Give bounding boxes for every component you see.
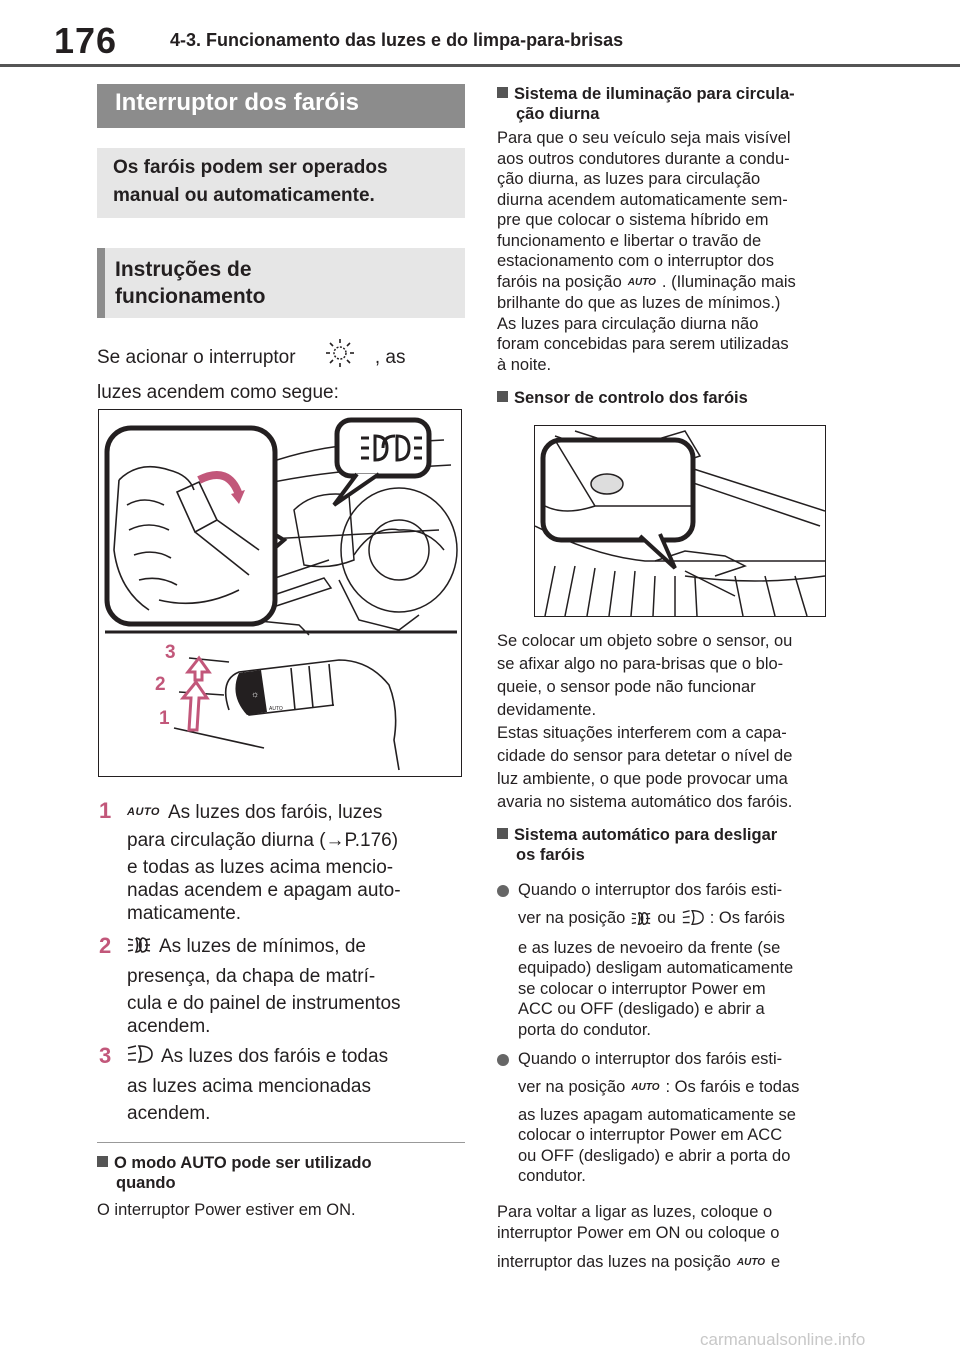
light-switch-icon (323, 338, 357, 378)
light-sensor-illustration (534, 425, 826, 617)
item-line: As luzes dos faróis e todas (161, 1046, 389, 1067)
section-divider (97, 1142, 465, 1143)
item-line: maticamente. (127, 903, 242, 924)
svg-text:AUTO: AUTO (269, 706, 283, 712)
item-line: para circulação diurna (→P.176) (127, 830, 399, 851)
headlight-icon (127, 1044, 153, 1072)
drl-heading: Sistema de iluminação para circula- ção … (497, 84, 867, 124)
item-number: 2 (99, 933, 112, 958)
tail-light-icon (631, 904, 651, 938)
section-title: Interruptor dos faróis (97, 84, 465, 128)
item-line: As luzes dos faróis, luzes (167, 802, 383, 823)
drl-text: Para que o seu veículo seja mais visível… (497, 129, 796, 374)
square-bullet-icon (497, 391, 508, 402)
intro-line: , as (374, 347, 406, 369)
item-line: As luzes de mínimos, de (159, 936, 366, 957)
chapter-title: 4-3. Funcionamento das luzes e do limpa-… (170, 30, 624, 50)
lead-line: manual ou automaticamente. (113, 185, 375, 206)
item-line: cula e do painel de instrumentos (127, 993, 401, 1014)
round-bullet-icon (497, 1054, 509, 1066)
item-line: as luzes acima mencionadas (127, 1076, 371, 1097)
svg-text:☼: ☼ (251, 689, 259, 699)
lead-line: Os faróis podem ser operados (113, 157, 388, 178)
square-bullet-icon (97, 1156, 108, 1167)
header-divider (0, 64, 960, 67)
item-number: 3 (99, 1043, 112, 1068)
list-item: 1 AUTO As luzes dos faróis, luzes para ci… (97, 799, 467, 925)
auto-icon: AUTO (631, 1081, 660, 1093)
auto-mode-heading: O modo AUTO pode ser utilizado quando (97, 1153, 467, 1193)
watermark: carmanualsonline.info (700, 1330, 866, 1349)
final-text: Para voltar a ligar as luzes, coloque o … (497, 1202, 867, 1282)
intro-text: Se acionar o interruptor , as luzes acen… (97, 338, 467, 408)
auto-icon: AUTO (736, 1257, 766, 1268)
square-bullet-icon (497, 828, 508, 839)
list-item: Quando o interruptor dos faróis esti- ve… (497, 880, 867, 1040)
item-line: nadas acendem e apagam auto- (127, 880, 401, 901)
page-number: 176 (54, 20, 118, 61)
auto-icon: AUTO (627, 276, 656, 288)
headlight-icon (682, 904, 704, 938)
intro-line: Se acionar o interruptor (97, 347, 296, 369)
list-item: Quando o interruptor dos faróis esti- ve… (497, 1049, 867, 1187)
item-line: acendem. (127, 1103, 211, 1124)
list-item: 2 As luzes de mínimos, de presença, da c… (97, 934, 467, 1038)
round-bullet-icon (497, 885, 509, 897)
auto-mode-text: O interruptor Power estiver em ON. (97, 1201, 356, 1219)
figure-label-2: 2 (155, 674, 166, 695)
item-line: acendem. (127, 1016, 211, 1037)
list-item: 3 As luzes dos faróis e todas as luzes a… (97, 1044, 467, 1125)
instructions-heading: Instruções de funcionamento (97, 248, 465, 318)
figure-label-3: 3 (165, 642, 176, 663)
auto-icon: AUTO (127, 806, 160, 818)
figure-label-1: 1 (159, 708, 170, 729)
intro-line: luzes acendem como segue: (97, 382, 339, 403)
item-line: e todas as luzes acima mencio- (127, 857, 394, 878)
item-line: presença, da chapa de matrí- (127, 966, 376, 987)
instructions-heading-line: Instruções de (115, 258, 252, 281)
sensor-text: Se colocar um objeto sobre o sensor, ou … (497, 632, 793, 811)
headlight-switch-illustration: ☼ AUTO 3 2 1 (98, 409, 462, 777)
sensor-heading: Sensor de controlo dos faróis (497, 388, 867, 408)
item-number: 1 (99, 798, 112, 823)
instructions-heading-line: funcionamento (115, 285, 266, 308)
tail-light-icon (127, 936, 151, 962)
auto-off-heading: Sistema automático para desligar os faró… (497, 825, 867, 865)
square-bullet-icon (497, 87, 508, 98)
lead-box: Os faróis podem ser operados manual ou a… (97, 148, 465, 218)
